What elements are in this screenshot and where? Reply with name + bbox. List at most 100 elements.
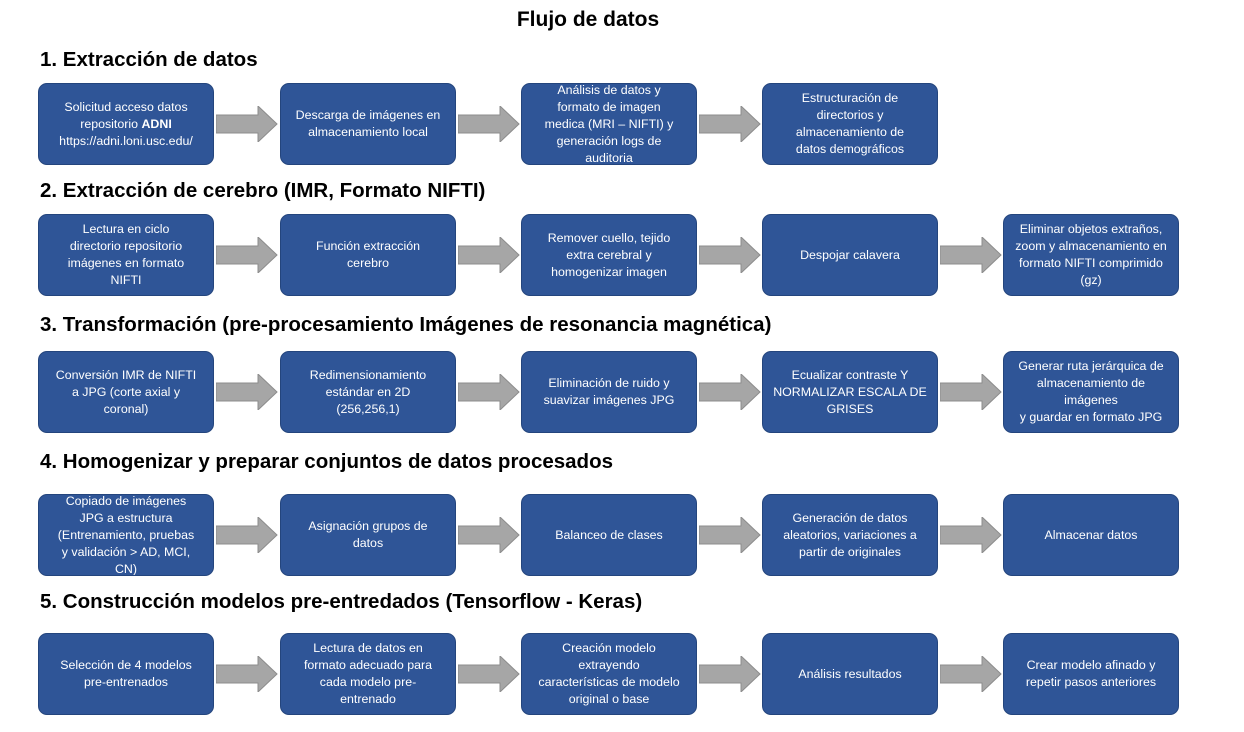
step-text-line: extrayendo — [578, 658, 640, 672]
step-text-line: repositorio ADNI — [80, 116, 172, 131]
step-text-line: Lectura en ciclo — [82, 222, 170, 236]
step-text-line: formato adecuado para — [303, 658, 433, 672]
flow-arrow-icon — [216, 656, 278, 692]
flow-arrow-icon — [458, 656, 520, 692]
flow-arrow-icon — [699, 656, 761, 692]
flow-arrow-icon — [458, 374, 520, 410]
flow-arrow-icon — [699, 517, 761, 553]
step-text-line: Almacenar datos — [1044, 527, 1138, 542]
step-box-3-4: Ecualizar contraste Y NORMALIZAR ESCALA D… — [762, 351, 938, 433]
step-box-1-4: Estructuración de directorios y almacenami… — [762, 83, 938, 165]
flow-arrow-icon — [216, 106, 278, 142]
step-box-2-4: Despojar calavera — [762, 214, 938, 296]
step-text-line: auditoria — [585, 150, 633, 165]
step-text-line: a JPG (corte axial y — [71, 384, 181, 399]
flow-arrow-icon — [458, 517, 520, 553]
step-text-line: y guardar en formato JPG — [1019, 410, 1163, 424]
step-text-line: directorio repositorio — [69, 239, 183, 253]
step-box-4-3: Balanceo de clases — [521, 494, 697, 576]
step-text-line: repetir pasos anteriores — [1025, 675, 1157, 689]
step-box-5-2: Lectura de datos en formato adecuado para… — [280, 633, 456, 715]
step-text-line: (gz) — [1080, 273, 1102, 287]
step-text-line: homogenizar imagen — [551, 264, 667, 279]
step-text-line: formato de imagen — [557, 99, 661, 114]
section-heading-5: 5. Construcción modelos pre-entredados (… — [40, 590, 643, 613]
step-text-line: Conversión IMR de NIFTI — [55, 367, 197, 382]
step-text-line: almacenamiento de — [795, 125, 905, 139]
step-text-line: (Entrenamiento, pruebas — [57, 527, 195, 542]
step-text-line: NIFTI — [110, 273, 142, 287]
step-text-line: (256,256,1) — [336, 401, 400, 416]
flow-arrow-icon — [940, 237, 1002, 273]
step-box-2-1: Lectura en ciclo directorio repositorio im… — [38, 214, 214, 296]
step-text-line: CN) — [114, 561, 137, 576]
step-text-line: Creación modelo — [562, 641, 656, 655]
step-text-line: cerebro — [346, 256, 389, 270]
flow-arrow-icon — [699, 237, 761, 273]
step-text-line: https://adni.loni.usc.edu/ — [59, 133, 193, 148]
step-box-5-4: Análisis resultados — [762, 633, 938, 715]
step-text-line: Eliminar objetos extraños, — [1019, 222, 1163, 236]
step-text-line: Análisis de datos y — [557, 83, 661, 97]
step-box-2-5: Eliminar objetos extraños, zoom y almacen… — [1003, 214, 1179, 296]
section-heading-1: 1. Extracción de datos — [40, 48, 258, 71]
step-text-line: Crear modelo afinado y — [1026, 658, 1156, 672]
diagram-title: Flujo de datos — [516, 8, 660, 31]
step-text-line: Análisis resultados — [798, 666, 902, 681]
step-text-line: Ecualizar contraste Y — [791, 367, 909, 382]
section-heading-2: 2. Extracción de cerebro (IMR, Formato N… — [40, 179, 486, 202]
step-text-line: Asignación grupos de — [308, 519, 428, 533]
flow-arrow-icon — [699, 106, 761, 142]
step-text-line: zoom y almacenamiento en — [1015, 239, 1167, 253]
step-box-1-3: Análisis de datos y formato de imagen medi… — [521, 83, 697, 165]
step-text-line: Generar ruta jerárquica de — [1018, 359, 1164, 373]
step-box-4-4: Generación de datos aleatorios, variacion… — [762, 494, 938, 576]
step-text-line: características de modelo — [538, 675, 680, 689]
step-text-line: Eliminación de ruido y — [548, 376, 670, 390]
step-box-2-3: Remover cuello, tejido extra cerebral y ho… — [521, 214, 697, 296]
step-text-line: Despojar calavera — [800, 247, 900, 262]
step-text-line: Estructuración de — [801, 91, 899, 105]
step-text-line: partir de originales — [799, 544, 901, 559]
step-text-line: JPG a estructura — [79, 510, 173, 525]
step-text-line: Lectura de datos en — [313, 641, 423, 655]
step-box-5-3: Creación modelo extrayendo características… — [521, 633, 697, 715]
flow-arrow-icon — [940, 517, 1002, 553]
step-text-line: generación logs de — [556, 133, 662, 148]
step-text-line: datos demográficos — [795, 142, 905, 156]
step-text-line: aleatorios, variaciones a — [783, 527, 917, 542]
flow-arrow-icon — [458, 237, 520, 273]
step-box-4-5: Almacenar datos — [1003, 494, 1179, 576]
step-text-line: Balanceo de clases — [555, 527, 663, 542]
step-text-line: Generación de datos — [792, 510, 908, 525]
section-heading-3: 3. Transformación (pre-procesamiento Imá… — [40, 313, 772, 336]
step-text-line: almacenamiento local — [308, 125, 428, 139]
step-text-line: imágenes en formato — [67, 256, 185, 270]
step-text-line: Descarga de imágenes en — [295, 108, 441, 122]
step-text-line: Remover cuello, tejido — [547, 230, 671, 245]
flow-arrow-icon — [216, 374, 278, 410]
step-box-1-2: Descarga de imágenes en almacenamiento lo… — [280, 83, 456, 165]
step-text-line: entrenado — [340, 692, 396, 706]
flow-arrow-icon — [940, 656, 1002, 692]
step-text-line: original o base — [568, 692, 650, 706]
step-text-line: NORMALIZAR ESCALA DE — [773, 384, 927, 399]
step-text-line: formato NIFTI comprimido — [1019, 256, 1163, 270]
step-text-line: extra cerebral y — [566, 247, 652, 262]
step-text-line: Redimensionamiento — [309, 367, 427, 382]
step-text-line: cada modelo pre- — [319, 675, 417, 689]
step-text-line: almacenamiento de imágenes — [1036, 376, 1146, 407]
step-text-line: directorios y — [816, 108, 884, 122]
flow-arrow-icon — [699, 374, 761, 410]
step-box-5-5: Crear modelo afinado y repetir pasos ante… — [1003, 633, 1179, 715]
step-text-line: pre-entrenados — [83, 675, 169, 689]
step-text-line: medica (MRI – NIFTI) y — [544, 116, 674, 131]
step-text-line: y validación > AD, MCI, — [61, 544, 191, 559]
